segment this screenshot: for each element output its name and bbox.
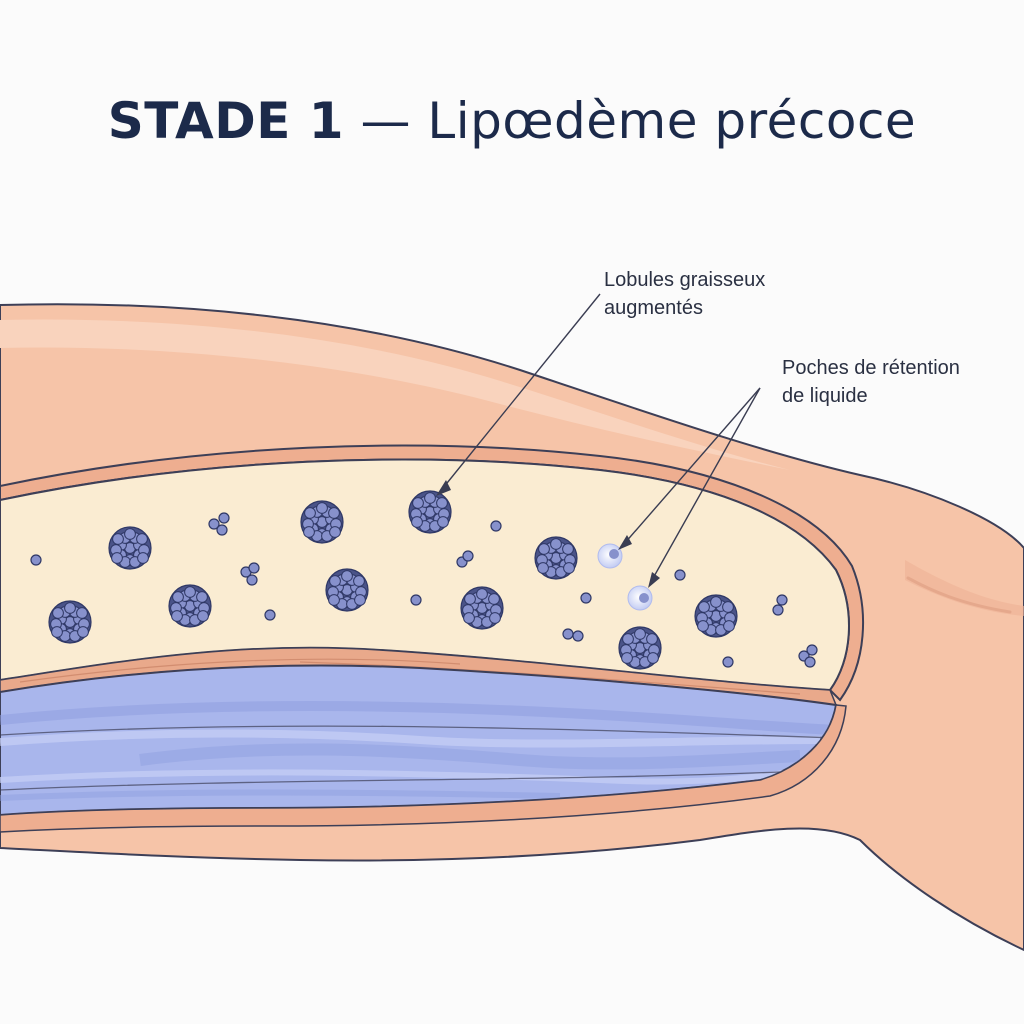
fat-contents xyxy=(30,490,818,670)
annotation-fat-lobules: Lobules graisseux augmentés xyxy=(604,266,765,322)
fat-lobule-cluster xyxy=(325,568,369,612)
leader-lines xyxy=(436,293,761,588)
fat-lobules xyxy=(48,490,738,670)
fat-lobule-cluster xyxy=(108,526,152,570)
knee-crease-shadow xyxy=(905,560,1024,616)
small-globules xyxy=(30,512,818,668)
muscle-fibers xyxy=(0,701,836,801)
fat-lobule-cluster xyxy=(534,536,578,580)
leader-line-lobules xyxy=(442,293,601,489)
fat-lobule-cluster xyxy=(168,584,212,628)
fat-lobule-cluster xyxy=(694,594,738,638)
leader-line-pocket-1 xyxy=(623,387,761,545)
page-title: STADE 1 — Lipœdème précoce xyxy=(0,92,1024,150)
fat-lobule-cluster xyxy=(460,586,504,630)
annotation-fluid-pockets-line2: de liquide xyxy=(782,385,868,407)
arrowhead-lobules xyxy=(436,480,451,496)
arrowhead-pocket-1 xyxy=(618,535,632,550)
skin-highlight xyxy=(0,319,790,470)
fluid-pocket-2 xyxy=(627,585,653,611)
fat-lobule-cluster xyxy=(408,490,452,534)
arrowhead-pocket-2 xyxy=(648,572,660,588)
fluid-pocket-1 xyxy=(597,543,623,569)
leader-line-pocket-2 xyxy=(651,387,761,581)
annotation-fat-lobules-line1: Lobules graisseux xyxy=(604,269,766,291)
annotation-fluid-pockets: Poches de rétention de liquide xyxy=(782,354,960,410)
dermis-band-lower xyxy=(0,704,847,833)
annotation-fat-lobules-line2: augmentés xyxy=(604,297,703,319)
fat-lobule-cluster xyxy=(618,626,662,670)
title-name: Lipœdème précoce xyxy=(427,92,917,150)
fat-lobule-cluster xyxy=(48,600,92,644)
annotation-fluid-pockets-line1: Poches de rétention xyxy=(782,357,960,379)
fat-lobule-cluster xyxy=(300,500,344,544)
title-stage: STADE 1 xyxy=(107,92,345,150)
fascia-fiber-1 xyxy=(19,658,461,683)
fascia-fiber-2 xyxy=(299,661,801,695)
title-dash: — xyxy=(360,92,411,150)
